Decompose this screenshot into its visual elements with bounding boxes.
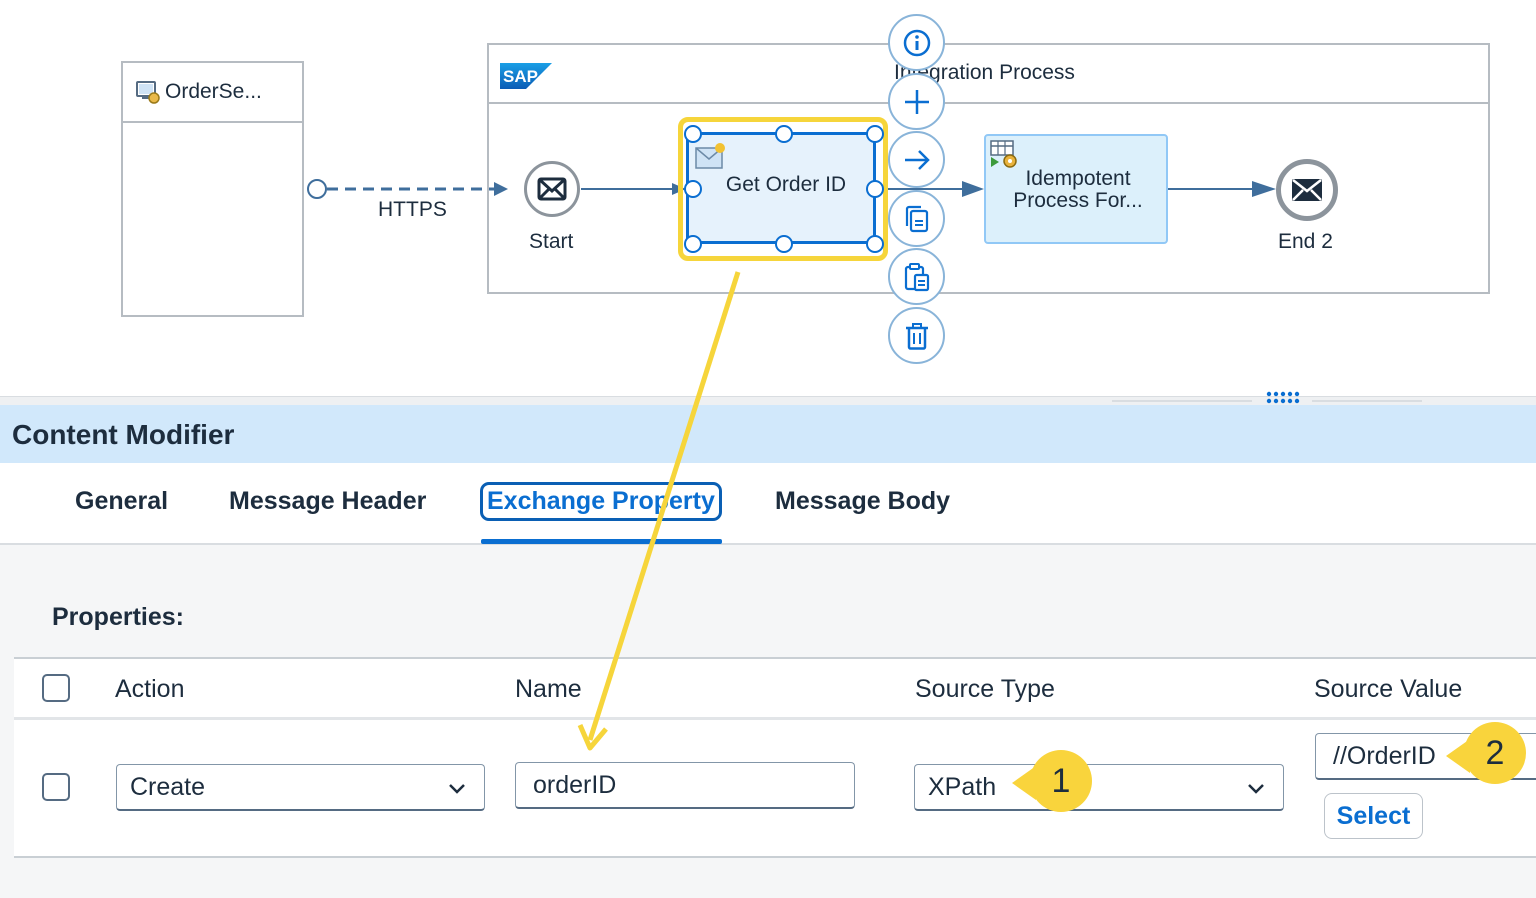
sender-pool[interactable]: OrderSe... [121, 61, 304, 317]
row-checkbox[interactable] [42, 773, 70, 801]
panel-title: Content Modifier [12, 419, 235, 450]
sender-pool-header: OrderSe... [123, 63, 302, 123]
envelope-filled-icon [1292, 179, 1322, 201]
panel-splitter[interactable] [0, 391, 1536, 407]
copy-button[interactable] [888, 190, 945, 247]
sap-logo-text: SAP [503, 67, 538, 86]
active-tab-indicator [481, 539, 722, 544]
source-type-value: XPath [928, 772, 997, 801]
chevron-down-icon [1248, 784, 1264, 794]
resize-handle-ne[interactable] [866, 125, 884, 143]
content-modifier-icon [695, 143, 725, 169]
integration-flow-canvas[interactable]: OrderSe... SAP Integration Process HTTPS [0, 0, 1536, 398]
idempotent-icon [990, 140, 1017, 168]
plus-icon [904, 89, 929, 114]
splitter-line-left [1112, 400, 1252, 402]
chevron-down-icon [449, 784, 465, 794]
tab-message-body[interactable]: Message Body [775, 487, 951, 515]
sender-label: OrderSe... [165, 80, 262, 103]
info-button[interactable] [888, 14, 945, 71]
paste-button[interactable] [888, 248, 945, 305]
properties-label: Properties: [52, 603, 184, 631]
action-select-value: Create [130, 772, 206, 801]
task-label-line1: Idempotent [1025, 167, 1131, 190]
callout-badge-2: 2 [1464, 722, 1526, 784]
tab-exchange-property[interactable]: Exchange Property [480, 482, 722, 521]
column-header-action: Action [115, 675, 185, 703]
end-event[interactable] [1276, 159, 1338, 221]
envelope-icon [537, 177, 567, 201]
end-label: End 2 [1278, 230, 1333, 253]
source-value-text: //OrderID [1333, 741, 1436, 770]
name-input[interactable]: orderID [515, 762, 855, 809]
delete-icon [905, 322, 928, 350]
flow-connectors [327, 181, 1276, 197]
tab-bar: General Message Header Exchange Property… [0, 463, 1536, 545]
resize-handle-se[interactable] [866, 235, 884, 253]
start-event[interactable] [524, 161, 580, 217]
task-label: Get Order ID [725, 173, 847, 196]
arrow-right-icon [904, 149, 930, 170]
column-header-source-value: Source Value [1314, 675, 1463, 703]
connection-start-point[interactable] [307, 179, 327, 199]
process-title: Integration Process [894, 61, 1075, 84]
table-header-divider [14, 717, 1536, 720]
integration-process-header: SAP Integration Process [489, 45, 1488, 104]
copy-icon [905, 205, 928, 232]
task-highlight [678, 117, 888, 261]
drag-handle-icon[interactable] [1266, 391, 1300, 405]
splitter-line-right [1312, 400, 1422, 402]
resize-handle-w[interactable] [684, 180, 702, 198]
resize-handle-s[interactable] [775, 235, 793, 253]
add-button[interactable] [888, 73, 945, 130]
connection-label: HTTPS [378, 198, 447, 221]
action-select[interactable]: Create [116, 764, 485, 811]
sap-logo-icon: SAP [500, 63, 552, 89]
select-button[interactable]: Select [1324, 793, 1423, 839]
tab-general[interactable]: General [75, 487, 169, 515]
resize-handle-nw[interactable] [684, 125, 702, 143]
column-header-name: Name [515, 675, 582, 703]
get-order-id-task[interactable]: Get Order ID [686, 132, 876, 244]
sender-system-icon [136, 81, 160, 104]
resize-handle-e[interactable] [866, 180, 884, 198]
callout-badge-1: 1 [1030, 750, 1092, 812]
info-icon [903, 29, 930, 56]
task-label-line2: Process For... [1013, 189, 1143, 212]
paste-icon [904, 262, 929, 291]
delete-button[interactable] [888, 307, 945, 364]
connect-button[interactable] [888, 131, 945, 188]
resize-handle-sw[interactable] [684, 235, 702, 253]
name-input-value: orderID [533, 770, 617, 799]
properties-table [14, 657, 1536, 858]
properties-panel-header: Content Modifier [0, 405, 1536, 463]
resize-handle-n[interactable] [775, 125, 793, 143]
column-header-source-type: Source Type [915, 675, 1055, 703]
source-type-select[interactable]: XPath [914, 764, 1284, 811]
tab-message-header[interactable]: Message Header [229, 487, 427, 515]
start-label: Start [529, 230, 574, 253]
select-all-checkbox[interactable] [42, 674, 70, 702]
idempotent-process-task[interactable]: Idempotent Process For... [984, 134, 1168, 244]
